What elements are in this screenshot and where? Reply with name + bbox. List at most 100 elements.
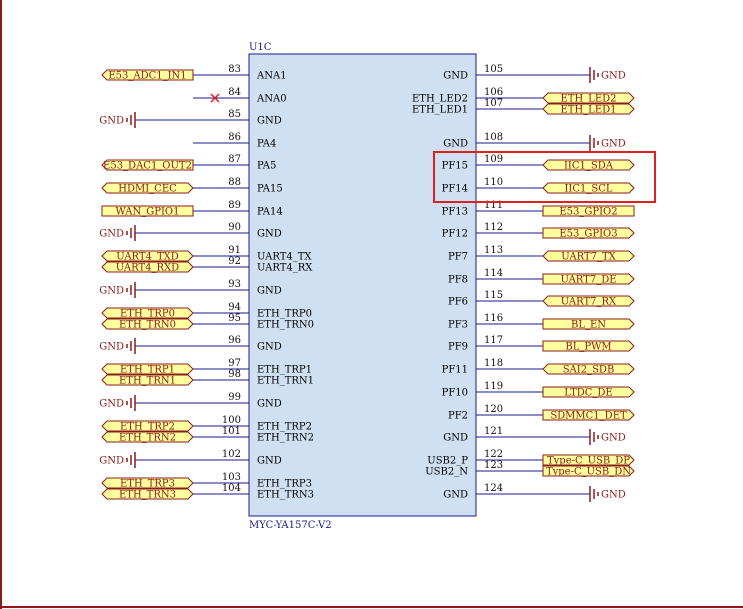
net-port-p114[interactable] <box>542 273 635 285</box>
net-port-p91[interactable] <box>101 250 194 262</box>
pin-number-p99: 99 <box>228 392 241 403</box>
pin-number-p118: 118 <box>484 358 503 369</box>
pin-name-p94: ETH_TRP0 <box>257 309 312 320</box>
pin-name-p110: PF14 <box>442 184 468 195</box>
net-port-p83[interactable] <box>101 69 194 81</box>
net-port-p100[interactable] <box>101 420 194 432</box>
pin-name-p100: ETH_TRP2 <box>257 422 312 433</box>
net-port-p87[interactable] <box>101 159 194 171</box>
net-port-p106[interactable] <box>542 92 635 104</box>
component-part-number: MYC-YA157C-V2 <box>249 520 332 531</box>
component-body[interactable] <box>248 53 477 517</box>
net-port-p118[interactable] <box>542 363 635 375</box>
net-port-p95[interactable] <box>101 318 194 330</box>
net-port-p103[interactable] <box>101 477 194 489</box>
component-designator: U1C <box>249 42 272 53</box>
pin-name-p97: ETH_TRP1 <box>257 365 312 376</box>
pin-name-p118: PF11 <box>442 365 468 376</box>
pin-number-p91: 91 <box>228 245 241 256</box>
pin-number-p90: 90 <box>228 222 241 233</box>
net-port-p112[interactable] <box>542 227 635 239</box>
net-port-p115[interactable] <box>542 295 635 307</box>
pin-number-p88: 88 <box>228 177 241 188</box>
net-port-p110[interactable] <box>542 182 635 194</box>
net-port-p122[interactable] <box>542 454 635 466</box>
net-port-p97[interactable] <box>101 363 194 375</box>
net-port-p116[interactable] <box>542 318 635 330</box>
net-label-p118: SAI2_SDB <box>563 365 615 376</box>
pin-name-p87: PA5 <box>257 161 276 172</box>
pin-number-p105: 105 <box>484 64 503 75</box>
pin-number-p114: 114 <box>484 268 503 279</box>
net-label-p83: E53_ADC1_IN1 <box>108 71 186 82</box>
pin-number-p111: 111 <box>484 200 503 211</box>
net-port-p109[interactable] <box>542 159 635 171</box>
gnd-label-p121: GND <box>601 433 626 444</box>
net-port-p123[interactable] <box>542 465 635 477</box>
net-port-p113[interactable] <box>542 250 635 262</box>
net-label-p113: UART7_TX <box>561 252 616 263</box>
net-port-p98[interactable] <box>101 374 194 386</box>
net-label-p109: IIC1_SDA <box>564 161 614 172</box>
net-port-p101[interactable] <box>101 431 194 443</box>
net-port-p94[interactable] <box>101 307 194 319</box>
net-port-p89[interactable] <box>101 205 194 217</box>
pin-name-p98: ETH_TRN1 <box>257 376 314 387</box>
net-port-p119[interactable] <box>542 386 635 398</box>
pin-number-p123: 123 <box>484 460 503 471</box>
net-port-p117[interactable] <box>542 340 635 352</box>
net-port-p88[interactable] <box>101 182 194 194</box>
net-port-p104[interactable] <box>101 488 194 500</box>
net-port-p120[interactable] <box>542 409 635 421</box>
net-label-p123: Type-C_USB_DN <box>546 467 631 478</box>
net-port-p107[interactable] <box>542 103 635 115</box>
pin-name-p88: PA15 <box>257 184 283 195</box>
net-port-p92[interactable] <box>101 261 194 273</box>
pin-number-p102: 102 <box>222 449 241 460</box>
net-port-p111[interactable] <box>542 205 635 217</box>
